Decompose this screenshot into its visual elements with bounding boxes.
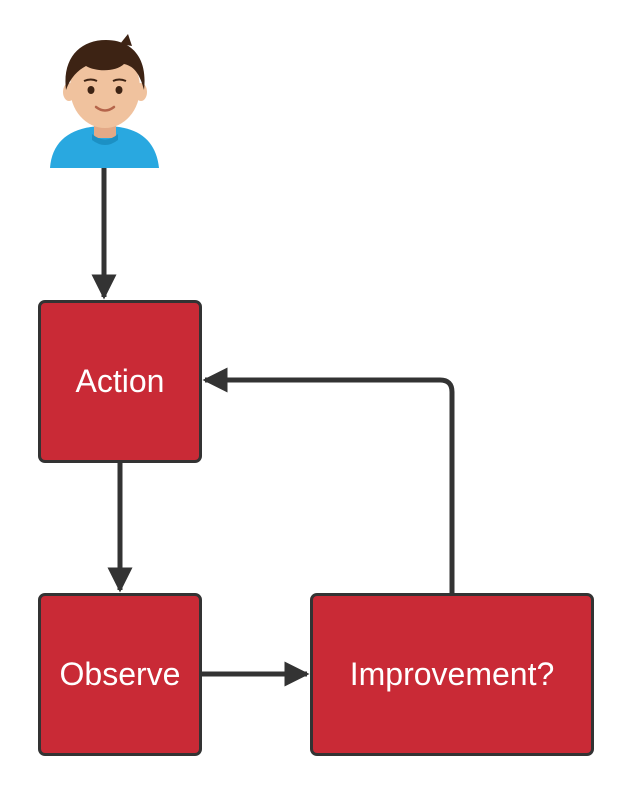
action-label: Action bbox=[75, 363, 165, 399]
observe-node: Observe bbox=[38, 593, 202, 756]
user-avatar-icon bbox=[50, 34, 159, 168]
improvement-node: Improvement? bbox=[310, 593, 594, 756]
action-node: Action bbox=[38, 300, 202, 463]
connector-improvement-to-action bbox=[202, 367, 455, 593]
improvement-label: Improvement? bbox=[349, 656, 555, 692]
observe-label: Observe bbox=[59, 656, 181, 692]
